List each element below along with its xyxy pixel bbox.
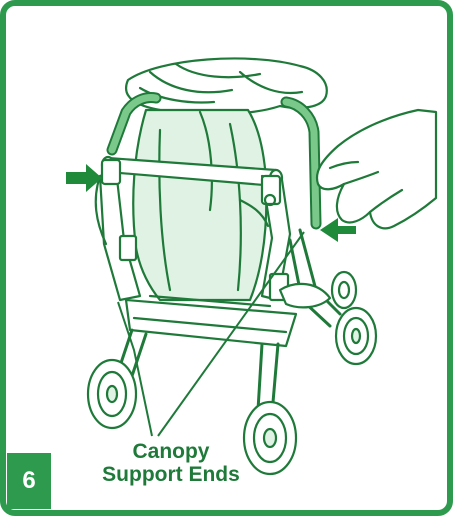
step-number: 6 (22, 467, 35, 495)
stroller-seat (133, 110, 268, 300)
canopy-support-ends-label: Canopy Support Ends (76, 440, 266, 486)
callout-line-1: Canopy (76, 440, 266, 463)
step-number-badge: 6 (7, 453, 51, 509)
rear-left-wheel (88, 360, 136, 428)
callout-line-2: Support Ends (76, 463, 266, 486)
front-right-wheel (332, 272, 356, 308)
front-left-wheel (336, 308, 376, 364)
